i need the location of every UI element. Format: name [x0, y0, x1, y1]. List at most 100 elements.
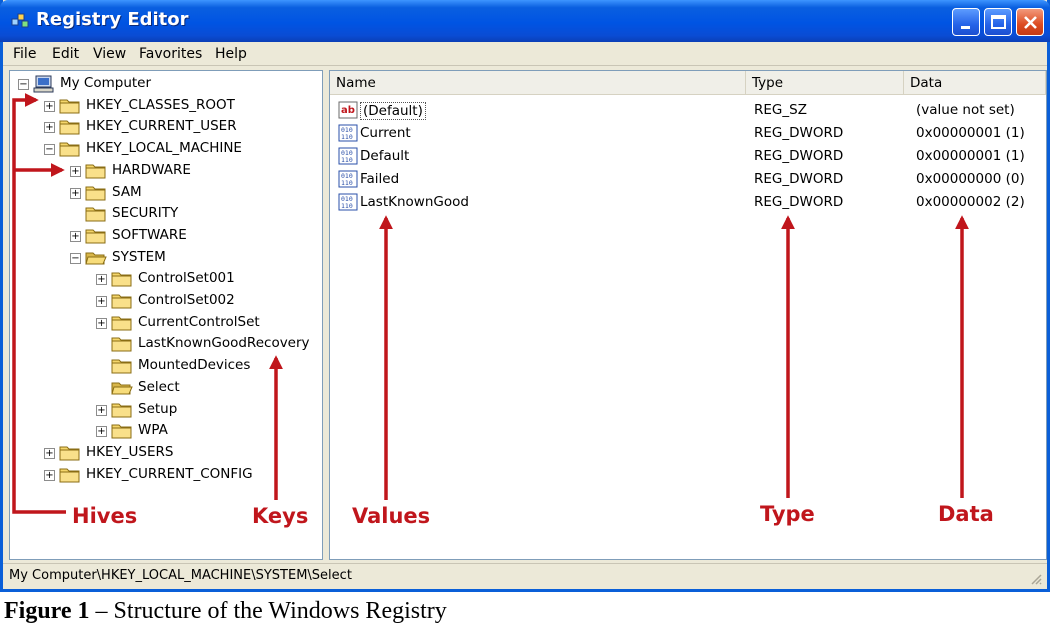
tree-node-hkey-local-machine[interactable]: − HKEY_LOCAL_MACHINE [44, 139, 310, 159]
expand-icon[interactable]: + [96, 426, 107, 438]
expand-icon[interactable]: + [70, 165, 81, 177]
folder-icon [59, 97, 81, 115]
tree-node-label: HKEY_LOCAL_MACHINE [86, 140, 242, 157]
pane-splitter[interactable] [323, 70, 329, 560]
tree-node-hkey-classes-root[interactable]: + HKEY_CLASSES_ROOT [44, 96, 310, 116]
expand-icon[interactable]: + [96, 296, 107, 307]
tree-node-system[interactable]: − SYSTEM [70, 248, 310, 268]
svg-text:010: 010 [341, 149, 353, 157]
column-header-data[interactable]: Data [904, 71, 1046, 95]
tree-node-label: ControlSet002 [138, 292, 235, 308]
registry-editor-icon [11, 13, 29, 28]
tree-node-label: WPA [138, 422, 168, 439]
expand-icon[interactable]: + [96, 274, 107, 286]
expand-icon[interactable]: + [70, 230, 81, 242]
tree-node-hkey-current-user[interactable]: + HKEY_CURRENT_USER [44, 117, 310, 137]
tree-node-mounteddevices[interactable]: MountedDevices [96, 356, 310, 376]
title-bar[interactable]: Registry Editor [0, 0, 1050, 42]
column-header-type[interactable]: Type [746, 71, 904, 95]
figure-label: Figure 1 [4, 598, 90, 624]
menu-help[interactable]: Help [215, 46, 247, 62]
folder-icon [111, 335, 133, 353]
tree-node-hkey-users[interactable]: +HKEY_USERS [44, 443, 310, 463]
tree-node-controlset002[interactable]: + ControlSet002 [96, 291, 310, 311]
folder-icon [85, 205, 107, 223]
menu-view[interactable]: View [93, 46, 127, 62]
svg-text:010: 010 [341, 195, 353, 203]
collapse-icon[interactable]: − [18, 79, 29, 90]
collapse-icon[interactable]: − [44, 144, 55, 156]
close-button[interactable] [1016, 8, 1044, 36]
tree-node-label: HARDWARE [112, 161, 191, 178]
value-data: (value not set) [916, 102, 1015, 118]
key-tree-pane[interactable]: −My Computer+HKEY_CLASSES_ROOT+HKEY_CURR… [9, 70, 323, 560]
folder-icon [85, 227, 107, 245]
value-data: 0x00000002 (2) [916, 194, 1025, 210]
expand-icon[interactable]: + [44, 122, 55, 134]
tree-node-software[interactable]: + SOFTWARE [70, 226, 310, 246]
expand-icon[interactable]: + [96, 404, 107, 416]
expand-icon[interactable]: + [96, 317, 107, 329]
folder-icon [59, 118, 81, 136]
folder-open-icon [111, 379, 133, 397]
svg-text:010: 010 [341, 126, 353, 134]
folder-icon [111, 292, 133, 310]
folder-icon [59, 140, 81, 158]
tree-node-label: CurrentControlSet [138, 313, 260, 330]
tree-node-label: LastKnownGoodRecovery [138, 335, 310, 352]
tree-node-label: HKEY_CLASSES_ROOT [86, 96, 235, 113]
value-type: REG_DWORD [754, 194, 844, 210]
tree-node-hardware[interactable]: + HARDWARE [70, 161, 310, 181]
resize-grip-icon[interactable] [1029, 572, 1043, 586]
folder-icon [59, 444, 81, 462]
column-header-name[interactable]: Name [330, 71, 746, 95]
value-type: REG_DWORD [754, 148, 844, 164]
status-bar: My Computer\HKEY_LOCAL_MACHINE\SYSTEM\Se… [3, 563, 1047, 589]
expand-icon[interactable]: + [44, 100, 55, 112]
values-list-pane[interactable]: Name Type Data ab(Default)REG_SZ(value n… [329, 70, 1047, 560]
expand-icon[interactable]: + [44, 447, 55, 459]
tree-node-currentcontrolset[interactable]: + CurrentControlSet [96, 313, 310, 333]
maximize-button[interactable] [984, 8, 1012, 36]
annotation-keys: Keys [252, 504, 309, 528]
tree-node-label: HKEY_CURRENT_USER [86, 118, 237, 135]
annotation-values: Values [352, 504, 431, 528]
folder-icon [111, 422, 133, 440]
menu-edit[interactable]: Edit [52, 46, 80, 62]
tree-node-hkey-current-config[interactable]: +HKEY_CURRENT_CONFIG [44, 465, 310, 485]
tree-node-security[interactable]: SECURITY [70, 204, 310, 224]
tree-node-my-computer[interactable]: −My Computer [18, 74, 310, 94]
tree-node-label: SYSTEM [112, 248, 166, 265]
folder-icon [85, 162, 107, 180]
tree-node-wpa[interactable]: + WPA [96, 421, 310, 441]
value-name: LastKnownGood [360, 194, 469, 210]
tree-node-sam[interactable]: +SAM [70, 183, 310, 203]
svg-text:010: 010 [341, 172, 353, 180]
tree-node-controlset001[interactable]: +ControlSet001 [96, 269, 310, 289]
expand-icon[interactable]: + [44, 469, 55, 481]
expand-icon[interactable]: + [70, 187, 81, 199]
value-type: REG_DWORD [754, 171, 844, 187]
value-type: REG_DWORD [754, 125, 844, 141]
maximize-icon [991, 15, 1006, 29]
tree-node-select[interactable]: Select [96, 378, 310, 398]
value-name: Failed [360, 171, 400, 187]
tree-node-setup[interactable]: +Setup [96, 400, 310, 420]
value-data: 0x00000001 (1) [916, 125, 1025, 141]
registry-editor-window: Registry Editor File Edit View Favorites… [0, 0, 1050, 592]
svg-text:110: 110 [341, 156, 353, 164]
tree-node-label: SOFTWARE [112, 226, 187, 243]
tree-node-lastknowngoodrecovery[interactable]: LastKnownGoodRecovery [96, 334, 310, 354]
svg-text:110: 110 [341, 202, 353, 210]
minimize-button[interactable] [952, 8, 980, 36]
value-name: Current [360, 125, 411, 141]
minimize-icon [961, 26, 970, 29]
string-value-icon: ab [338, 101, 358, 119]
menu-favorites[interactable]: Favorites [139, 46, 203, 62]
collapse-icon[interactable]: − [70, 252, 81, 264]
svg-text:110: 110 [341, 133, 353, 141]
menu-file[interactable]: File [13, 46, 37, 62]
